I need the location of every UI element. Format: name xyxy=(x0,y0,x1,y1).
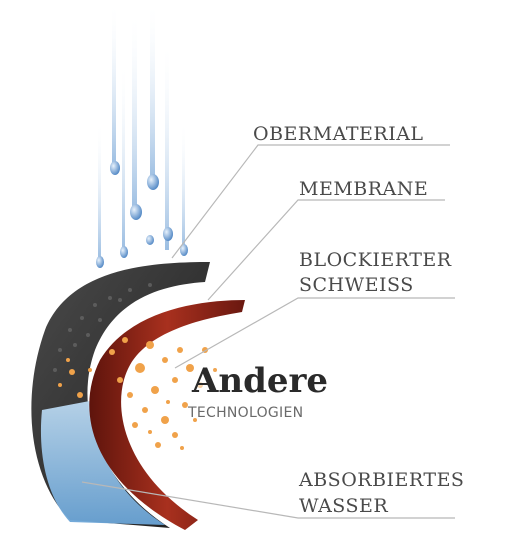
rain-streaks xyxy=(98,0,185,260)
rain-drops xyxy=(96,161,188,268)
heading-title: Andere xyxy=(192,361,329,401)
membrane-layer xyxy=(89,300,246,530)
label-membrane: MEMBRANE xyxy=(299,178,429,200)
outer-material-texture xyxy=(53,283,152,372)
label-obermaterial: OBERMATERIAL xyxy=(253,123,424,145)
leader-blockiert xyxy=(174,297,455,369)
leader-obermaterial xyxy=(171,144,450,259)
label-blockierter: BLOCKIERTER xyxy=(299,249,452,271)
leader-lines xyxy=(81,144,455,519)
label-absorbiertes: ABSORBIERTES xyxy=(299,469,465,491)
sweat-particles xyxy=(58,337,217,450)
label-schweiss: SCHWEISS xyxy=(299,274,414,296)
absorbed-water-area xyxy=(40,400,165,525)
label-wasser: WASSER xyxy=(299,495,389,517)
leader-membrane xyxy=(207,199,445,301)
heading-subtitle: TECHNOLOGIEN xyxy=(188,405,304,421)
leader-absorbiert xyxy=(81,481,455,519)
